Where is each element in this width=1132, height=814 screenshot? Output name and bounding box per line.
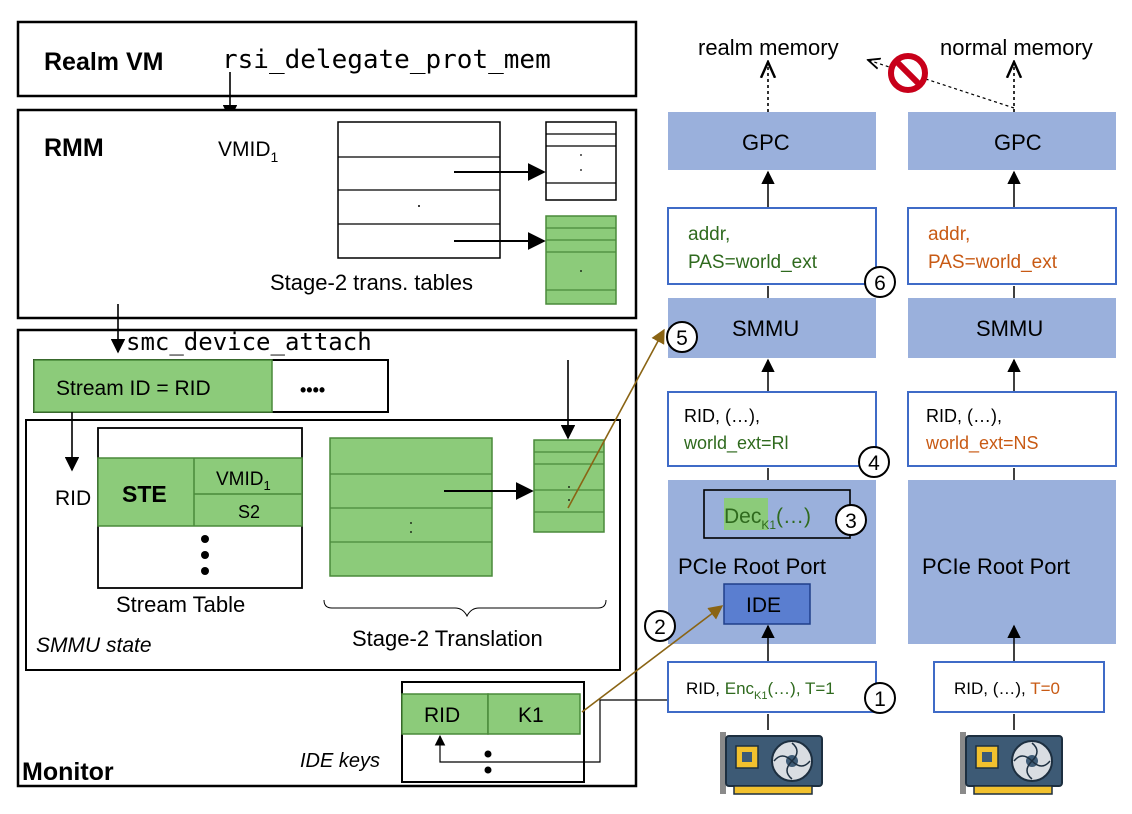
gpu-card-icon-normal: [960, 732, 1063, 795]
stage2-level2-table: [533, 439, 605, 533]
monitor-box: smc_device_attach Stream ID = RID •••• R…: [16, 304, 716, 788]
ide-key-k1: K1: [518, 704, 544, 727]
normal-memory-label: normal memory: [940, 35, 1093, 60]
gpc-box-realm: [668, 112, 876, 170]
ste-label: STE: [122, 481, 167, 507]
rmm-vmid: VMID1: [218, 138, 279, 165]
gpc-label-normal: GPC: [994, 130, 1042, 155]
step-3: 3: [835, 504, 867, 536]
plain-packet-box: [933, 661, 1105, 713]
rid-line-normal: RID, (…),: [926, 406, 1002, 426]
gpu-card-icon-realm: [720, 732, 823, 795]
rmm-title: RMM: [44, 134, 104, 162]
ide-key-rid-cell: [401, 693, 489, 735]
translation-to-smmu-arrow: [567, 328, 665, 509]
ide-box: [723, 583, 811, 625]
svg-text:6: 6: [874, 272, 886, 295]
monitor-title: Monitor: [22, 758, 114, 786]
encrypted-packet-box: [667, 661, 877, 713]
realm-vm-box: Realm VM rsi_delegate_prot_mem: [16, 20, 638, 98]
stream-table-dots: [201, 535, 209, 575]
step-5: 5: [666, 321, 698, 353]
ide-keys-label: IDE keys: [300, 750, 380, 772]
root-port-label-realm: PCIe Root Port: [678, 554, 826, 579]
rmm-box: RMM VMID1 Stage-2: [16, 108, 638, 320]
pas-box-normal: [907, 207, 1117, 285]
world-ext-realm: world_ext=Rl: [683, 433, 789, 454]
rid-label: RID: [55, 487, 91, 510]
stream-id-dots: ••••: [300, 380, 325, 400]
addr-realm: addr,: [688, 224, 730, 245]
rid-line-realm: RID, (…),: [684, 406, 760, 426]
root-port-label-normal: PCIe Root Port: [922, 554, 1070, 579]
pas-realm: PAS=world_ext: [688, 252, 818, 273]
prohibited-icon: [888, 53, 928, 93]
ide-keys-dot-1: [484, 750, 492, 758]
rmm-level2-table: [545, 121, 617, 201]
realm-memory-label: realm memory: [698, 35, 839, 60]
rmm-level1-table: [337, 121, 501, 259]
ide-label: IDE: [746, 594, 781, 617]
rid-box-realm: [667, 391, 877, 467]
ide-key-k1-cell: [487, 693, 581, 735]
gpc-label-realm: GPC: [742, 130, 790, 155]
ide-key-rid: RID: [424, 704, 460, 727]
ste-vmid: VMID1: [216, 469, 271, 493]
gpc-box-normal: [908, 112, 1116, 170]
root-port-box-normal: [908, 480, 1116, 644]
smmu-state-label: SMMU state: [36, 634, 152, 657]
decrypt-label: DecK1(…): [724, 505, 811, 532]
addr-normal: addr,: [928, 224, 970, 245]
ste-entry: STE VMID1 S2: [97, 457, 303, 527]
smc-device-attach-call: smc_device_attach: [126, 328, 372, 356]
svg-text:2: 2: [654, 616, 666, 639]
svg-text:1: 1: [874, 688, 886, 711]
packet-rid-lookup-arrow: [434, 699, 716, 763]
pas-box-realm: [667, 207, 877, 285]
step-6: 6: [864, 266, 896, 298]
ste-s2: S2: [238, 502, 260, 522]
svg-text:3: 3: [845, 510, 857, 533]
step-1: 1: [864, 682, 896, 714]
smmu-label-normal: SMMU: [976, 316, 1043, 341]
step-4: 4: [858, 446, 890, 478]
ide-keys-dot-2: [484, 766, 492, 774]
plain-packet-label: RID, (…), T=0: [954, 679, 1060, 698]
smmu-box-realm: [668, 298, 876, 358]
stream-id-cell: [33, 359, 273, 413]
pas-normal: PAS=world_ext: [928, 252, 1058, 273]
decrypt-highlight: [724, 498, 768, 530]
stream-table-label: Stream Table: [116, 592, 245, 617]
world-ext-normal: world_ext=NS: [925, 433, 1039, 454]
encrypted-packet-label: RID, EncK1(…), T=1: [686, 679, 835, 702]
step-2: 2: [644, 610, 676, 642]
svg-text:4: 4: [868, 452, 880, 475]
realm-vm-title: Realm VM: [44, 48, 163, 76]
key-to-ide-arrow: [581, 605, 724, 713]
stage2-translation-label: Stage-2 Translation: [352, 626, 543, 651]
smmu-box-normal: [908, 298, 1116, 358]
smmu-label-realm: SMMU: [732, 316, 799, 341]
rsi-delegate-call: rsi_delegate_prot_mem: [222, 45, 551, 75]
rmm-green-table: [545, 215, 617, 305]
svg-text:5: 5: [676, 327, 688, 350]
stage2-tables-label: Stage-2 trans. tables: [270, 270, 473, 295]
stream-id-label: Stream ID = RID: [56, 377, 211, 400]
rid-box-normal: [907, 391, 1117, 467]
stage2-brace: [323, 599, 607, 618]
stage2-level1-table: [329, 437, 493, 577]
